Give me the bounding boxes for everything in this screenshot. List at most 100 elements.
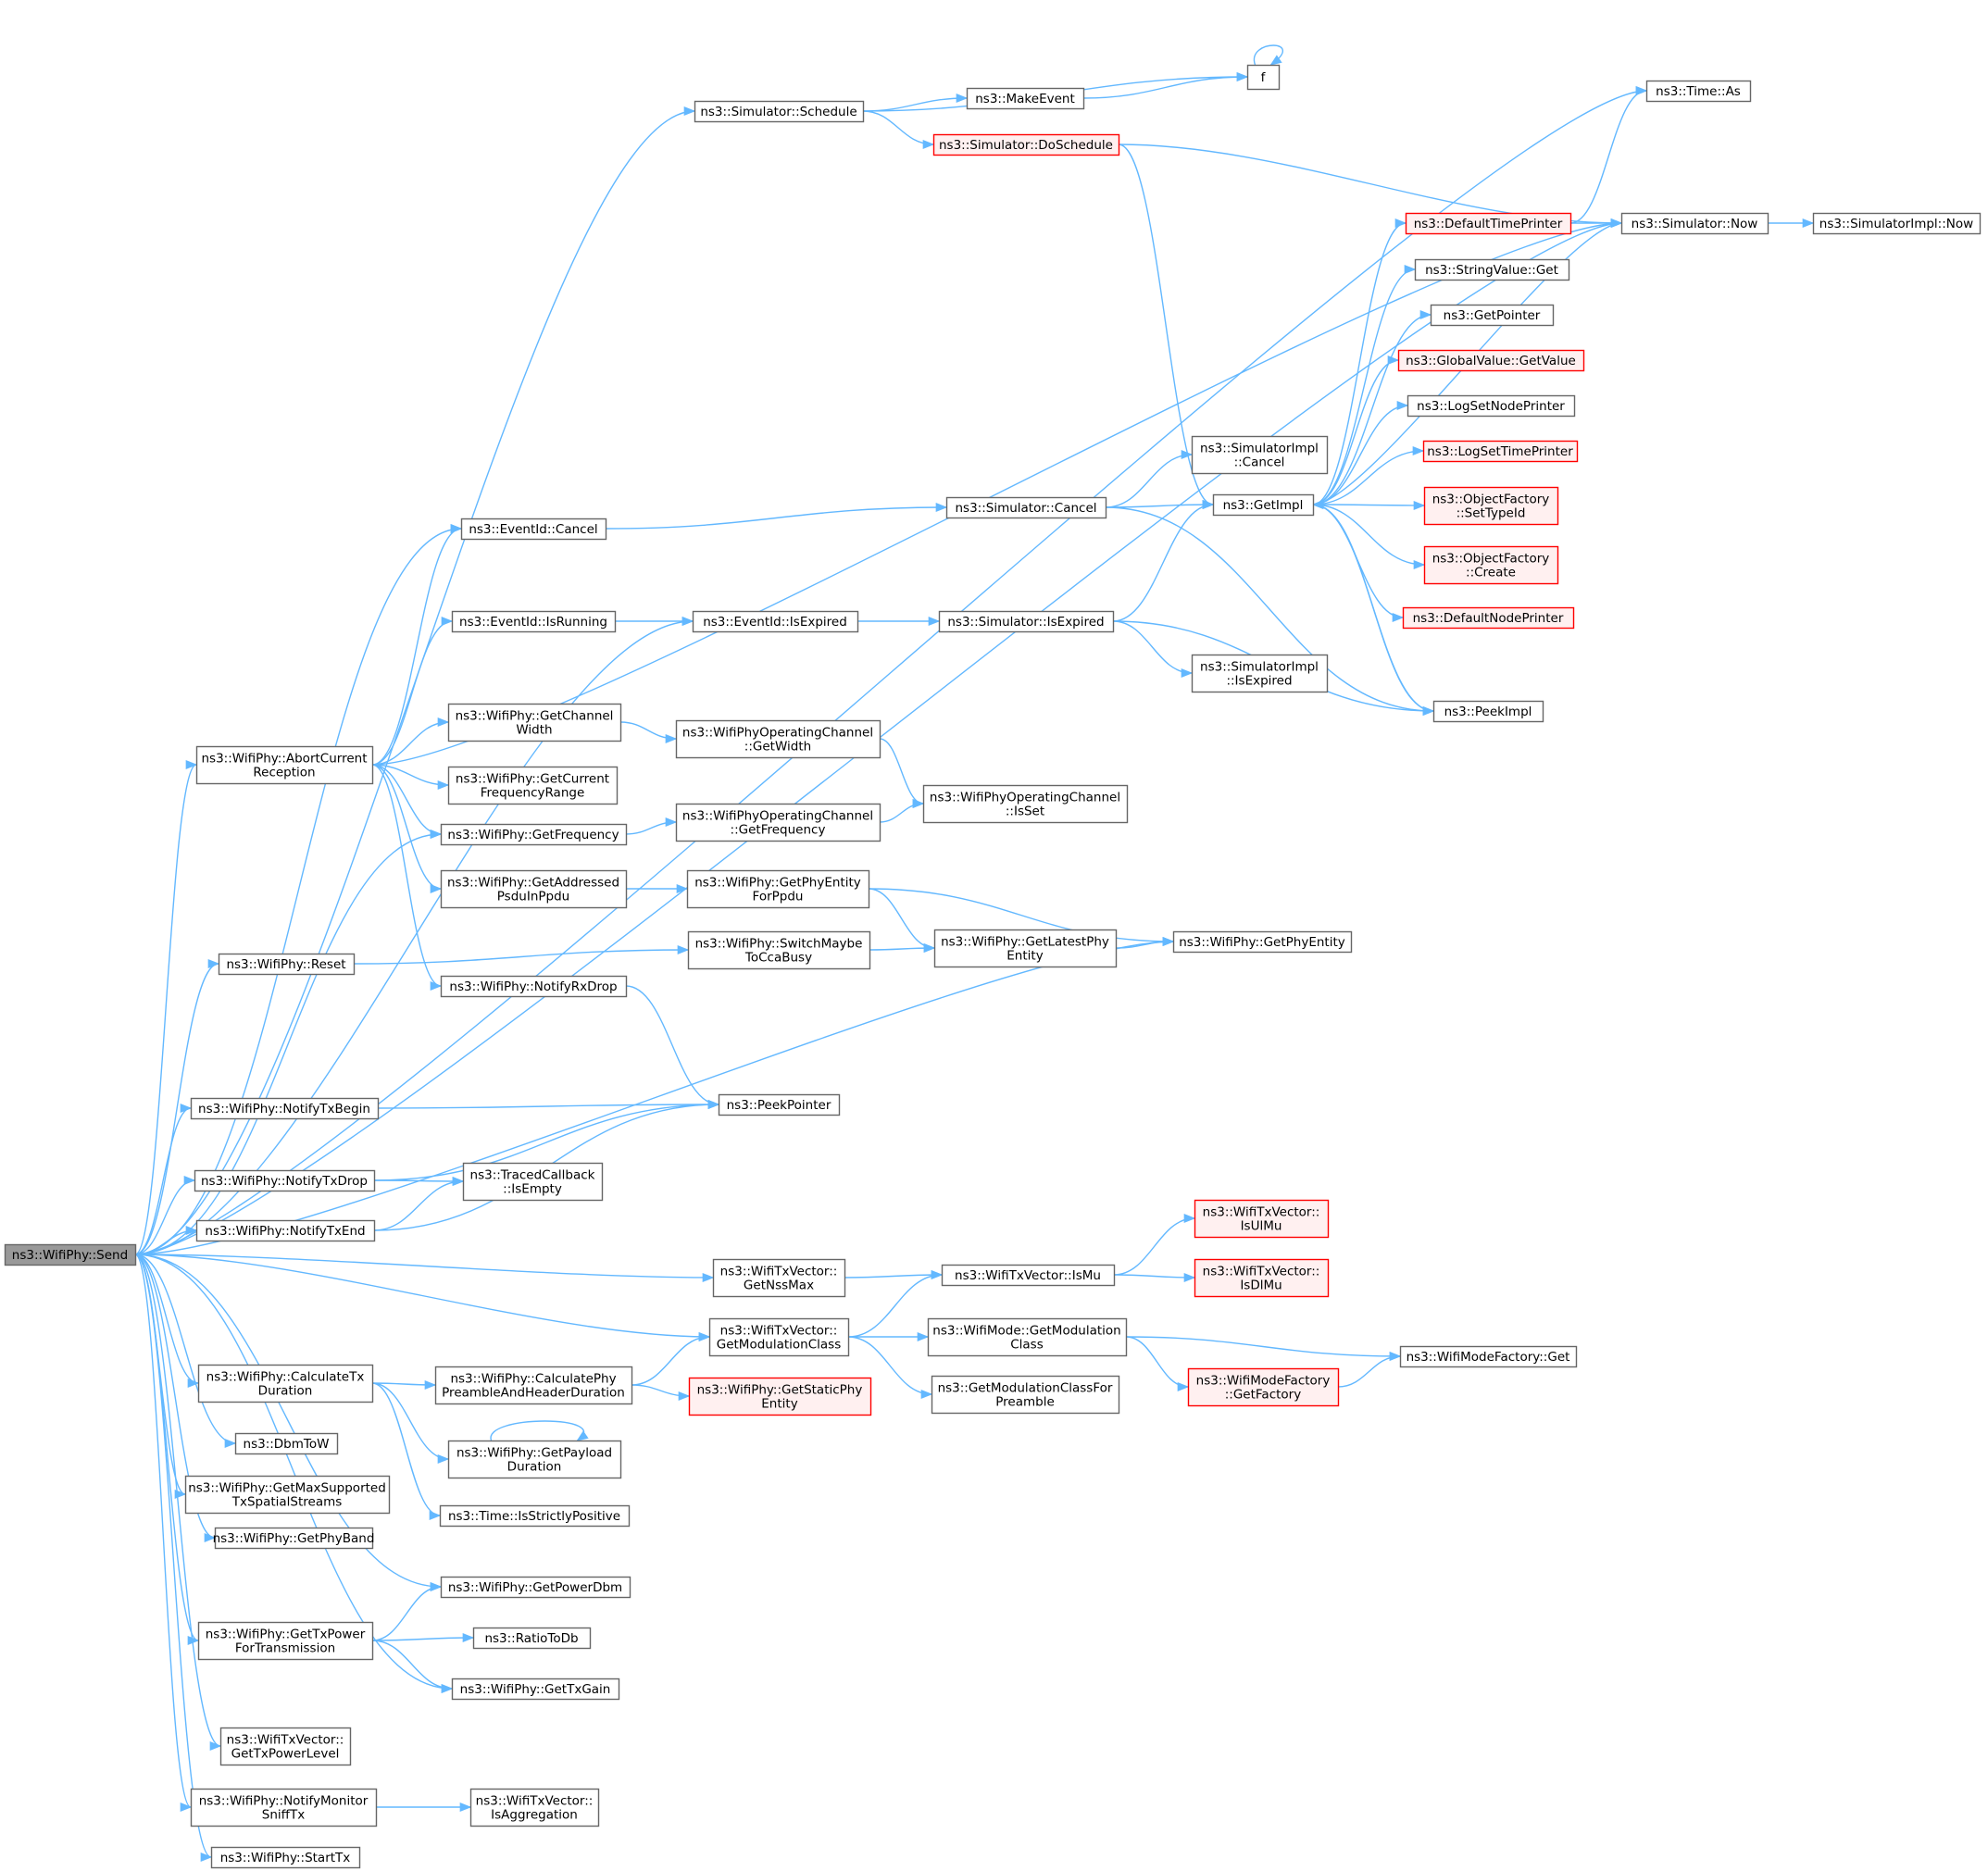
node-time_as[interactable]: ns3::Time::As — [1645, 80, 1752, 103]
node-evcancel[interactable]: ns3::EventId::Cancel — [460, 518, 607, 541]
node-implexpired[interactable]: ns3::SimulatorImpl::IsExpired — [1191, 654, 1329, 693]
edge-ismu-to-isdlmu — [1113, 1272, 1196, 1283]
node-evrunning[interactable]: ns3::EventId::IsRunning — [451, 610, 617, 633]
node-nrxdrop[interactable]: ns3::WifiPhy::NotifyRxDrop — [440, 975, 628, 998]
edge-calctx-to-calcpre — [371, 1379, 437, 1391]
node-getmaxss[interactable]: ns3::WifiPhy::GetMaxSupportedTxSpatialSt… — [184, 1475, 391, 1515]
node-calcpre[interactable]: ns3::WifiPhy::CalculatePhyPreambleAndHea… — [434, 1366, 633, 1405]
node-implcancel[interactable]: ns3::SimulatorImpl::Cancel — [1191, 435, 1329, 475]
node-box — [197, 1364, 374, 1403]
node-logstp[interactable]: ns3::LogSetTimePrinter — [1422, 440, 1579, 463]
node-box — [190, 1097, 380, 1120]
node-wpocgf[interactable]: ns3::WifiPhyOperatingChannel::GetFrequen… — [675, 803, 881, 842]
node-wpocgw[interactable]: ns3::WifiPhyOperatingChannel::GetWidth — [675, 719, 881, 759]
node-label: ::IsExpired — [1226, 674, 1292, 689]
node-label: ::Create — [1466, 566, 1516, 580]
node-sched[interactable]: ns3::Simulator::Schedule — [694, 100, 865, 123]
node-gettxgain[interactable]: ns3::WifiPhy::GetTxGain — [451, 1678, 620, 1701]
node-ofsti[interactable]: ns3::ObjectFactory::SetTypeId — [1423, 486, 1559, 526]
edge-abort-to-getcfr — [371, 764, 450, 791]
node-simexpired[interactable]: ns3::Simulator::IsExpired — [938, 610, 1115, 633]
node-wmfgetf[interactable]: ns3::WifiModeFactory::GetFactory — [1187, 1367, 1340, 1407]
edge-wpocgf-to-wpocisset — [879, 798, 925, 823]
node-label: ns3::PeekPointer — [727, 1098, 831, 1113]
node-simcancel[interactable]: ns3::Simulator::Cancel — [945, 496, 1107, 519]
node-simnow[interactable]: ns3::Simulator::Now — [1620, 212, 1769, 235]
node-starttx[interactable]: ns3::WifiPhy::StartTx — [210, 1846, 361, 1869]
node-ofcr[interactable]: ns3::ObjectFactory::Create — [1423, 545, 1559, 585]
node-gvget[interactable]: ns3::GlobalValue::GetValue — [1397, 349, 1585, 372]
node-ismu[interactable]: ns3::WifiTxVector::IsMu — [941, 1264, 1116, 1287]
node-box — [1414, 258, 1570, 281]
node-isulmu[interactable]: ns3::WifiTxVector::IsUlMu — [1194, 1199, 1330, 1239]
node-ntxend[interactable]: ns3::WifiPhy::NotifyTxEnd — [195, 1219, 376, 1242]
node-modegetmc[interactable]: ns3::WifiMode::GetModulationClass — [927, 1317, 1128, 1357]
node-getptr[interactable]: ns3::GetPointer — [1430, 304, 1555, 327]
node-dbmtow[interactable]: ns3::DbmToW — [234, 1432, 339, 1455]
node-ntxdrop[interactable]: ns3::WifiPhy::NotifyTxDrop — [194, 1169, 376, 1192]
node-isdlmu[interactable]: ns3::WifiTxVector::IsDlMu — [1194, 1258, 1330, 1298]
node-implnow[interactable]: ns3::SimulatorImpl::Now — [1812, 212, 1982, 235]
edge-send-to-txgetmc — [134, 1254, 711, 1342]
node-getfreq[interactable]: ns3::WifiPhy::GetFrequency — [440, 823, 628, 846]
node-getpe[interactable]: ns3::WifiPhy::GetPhyEntity — [1172, 930, 1353, 954]
node-label: ns3::WifiPhy::AbortCurrent — [202, 752, 368, 767]
node-getpowerdbm[interactable]: ns3::WifiPhy::GetPowerDbm — [440, 1576, 631, 1599]
node-makeev[interactable]: ns3::MakeEvent — [966, 87, 1085, 110]
node-getnss[interactable]: ns3::WifiTxVector::GetNssMax — [712, 1258, 846, 1298]
node-box — [195, 745, 374, 785]
node-dosched[interactable]: ns3::Simulator::DoSchedule — [932, 133, 1120, 156]
node-label: ns3::WifiPhy::GetPowerDbm — [448, 1580, 622, 1595]
edge-send-to-nmonsniff — [134, 1254, 193, 1812]
node-box — [440, 1576, 631, 1599]
node-evexpired[interactable]: ns3::EventId::IsExpired — [692, 610, 859, 633]
node-wmfget[interactable]: ns3::WifiModeFactory::Get — [1399, 1345, 1578, 1368]
node-gettxpl[interactable]: ns3::WifiTxVector::GetTxPowerLevel — [219, 1727, 352, 1766]
node-isaggr[interactable]: ns3::WifiTxVector::IsAggregation — [469, 1788, 600, 1827]
node-defnp[interactable]: ns3::DefaultNodePrinter — [1402, 606, 1575, 630]
node-label: ns3::WifiPhy::GetLatestPhy — [941, 935, 1109, 950]
node-wpocisset[interactable]: ns3::WifiPhyOperatingChannel::IsSet — [922, 784, 1129, 824]
node-label: ns3::SimulatorImpl::Now — [1819, 217, 1973, 231]
node-peekimpl[interactable]: ns3::PeekImpl — [1432, 700, 1544, 723]
node-label: ns3::WifiPhyOperatingChannel — [682, 726, 873, 741]
node-send[interactable]: ns3::WifiPhy::Send — [4, 1243, 137, 1266]
node-getimpl[interactable]: ns3::GetImpl — [1212, 493, 1315, 517]
node-isstrict[interactable]: ns3::Time::IsStrictlyPositive — [439, 1504, 631, 1528]
edge-abort-to-getfreq — [371, 764, 443, 840]
edge-send-to-calctx — [134, 1254, 200, 1388]
node-ratiotodb[interactable]: ns3::RatioToDb — [472, 1627, 592, 1650]
node-box — [190, 1788, 378, 1827]
node-box — [1423, 545, 1559, 585]
node-logsnp[interactable]: ns3::LogSetNodePrinter — [1407, 394, 1576, 418]
node-getband[interactable]: ns3::WifiPhy::GetPhyBand — [213, 1527, 375, 1550]
node-label: ns3::WifiPhy::NotifyTxBegin — [198, 1102, 370, 1116]
node-label: ns3::Time::IsStrictlyPositive — [448, 1509, 620, 1524]
node-ntxbegin[interactable]: ns3::WifiPhy::NotifyTxBegin — [190, 1097, 380, 1120]
node-box — [1430, 304, 1555, 327]
node-box — [447, 703, 622, 742]
node-peekptr[interactable]: ns3::PeekPointer — [718, 1093, 841, 1116]
node-box — [1405, 212, 1572, 235]
node-tcbempty[interactable]: ns3::TracedCallback::IsEmpty — [462, 1162, 604, 1202]
node-deftp[interactable]: ns3::DefaultTimePrinter — [1405, 212, 1572, 235]
node-strget[interactable]: ns3::StringValue::Get — [1414, 258, 1570, 281]
node-txgetmc[interactable]: ns3::WifiTxVector::GetModulationClass — [708, 1317, 850, 1357]
node-f[interactable]: f — [1246, 64, 1281, 91]
node-reset[interactable]: ns3::WifiPhy::Reset — [218, 953, 356, 976]
node-label: IsUlMu — [1241, 1219, 1282, 1234]
